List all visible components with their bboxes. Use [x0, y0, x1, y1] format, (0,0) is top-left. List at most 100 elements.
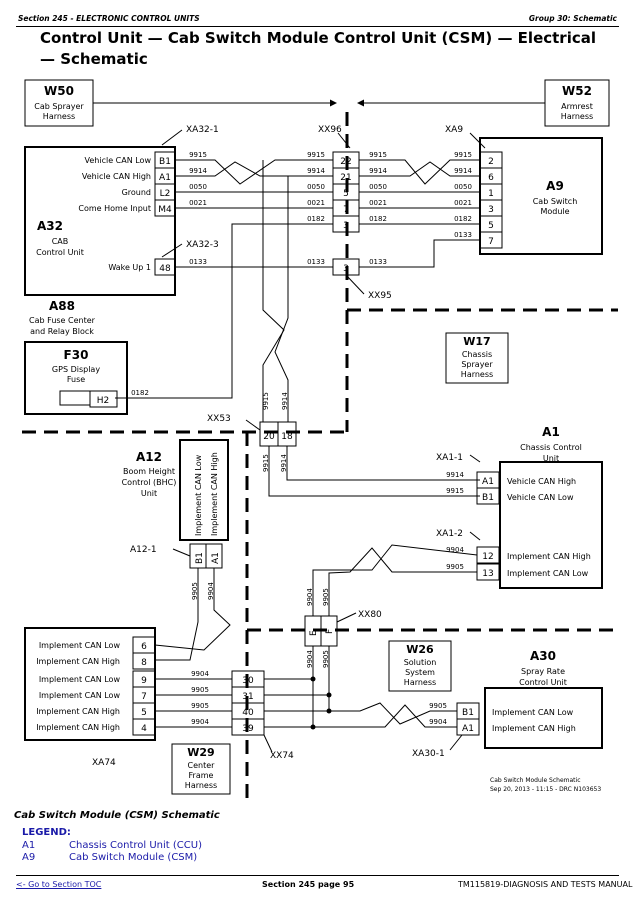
- a9-label: A9: [546, 179, 564, 193]
- legend-value: Chassis Control Unit (CCU): [69, 840, 202, 851]
- a9-name1: Cab Switch: [533, 197, 578, 206]
- wire-right-5: 0182: [369, 215, 387, 223]
- a1-pin-3: 12: [482, 552, 493, 562]
- f30-name1: GPS Display: [52, 365, 100, 374]
- w26-name3: Harness: [404, 678, 436, 687]
- a1-pin-label-2: Vehicle CAN Low: [507, 493, 574, 502]
- a88-label: A88: [49, 299, 75, 313]
- xx96-pin-1: 22: [340, 157, 351, 167]
- w50-name2: Harness: [43, 112, 75, 121]
- diagram-meta-line2: Sep 20, 2013 - 11:15 - DRC N103653: [490, 786, 602, 793]
- a32-pin-4: M4: [158, 205, 172, 215]
- w50-name1: Cab Sprayer: [34, 102, 84, 111]
- go-to-section-toc-link[interactable]: <- Go to Section TOC: [16, 880, 102, 889]
- wire-left-3: 0050: [189, 183, 207, 191]
- page-title: Control Unit — Cab Switch Module Control…: [40, 29, 596, 68]
- xa9-label: XA9: [445, 125, 463, 135]
- wire-a9-4: 0021: [454, 199, 472, 207]
- xx53-label: XX53: [207, 414, 231, 424]
- w26-name2: System: [405, 668, 435, 677]
- a1-pin-label-1: Vehicle CAN High: [507, 477, 576, 486]
- wire-left-4: 0021: [189, 199, 207, 207]
- a32-pin-label-4: Come Home Input: [78, 204, 151, 213]
- xa30-1-label: XA30-1: [412, 749, 445, 759]
- header-left: Section 245 - ELECTRONIC CONTROL UNITS: [18, 14, 200, 23]
- f30-fuse-symbol: [59, 390, 91, 406]
- xa74-pin-2: 8: [141, 658, 147, 668]
- wire-xx96-5: 0182: [307, 215, 325, 223]
- xa74-pin-6: 4: [141, 724, 147, 734]
- a32-name1: CAB: [52, 237, 69, 246]
- wire-left-2: 9914: [189, 167, 207, 175]
- a1-pin-4: 13: [482, 569, 493, 579]
- a9-cab-switch-module-box: [479, 137, 603, 255]
- footer-divider: [16, 875, 619, 876]
- xa74-pin-3: 9: [141, 676, 147, 686]
- wires-a32-a9: [115, 159, 480, 399]
- wire-a1-3: 9904: [446, 546, 464, 554]
- a1-pin-label-3: Implement CAN High: [507, 552, 591, 561]
- harness-boundaries: [22, 112, 618, 800]
- wires-xx53: [245, 160, 480, 497]
- xa74-pin-label-3: Implement CAN Low: [39, 675, 121, 684]
- a9-pin-6: 7: [488, 237, 494, 247]
- a9-pin-2: 6: [488, 173, 494, 183]
- a32-pin-label-3: Ground: [122, 188, 151, 197]
- wires-a12: [154, 568, 231, 661]
- xx53-pin-2: 18: [281, 432, 293, 442]
- a32-pin-5: 48: [159, 264, 171, 274]
- xa74-pin-5: 5: [141, 708, 147, 718]
- xa74-pin-label-1: Implement CAN Low: [39, 641, 121, 650]
- page-number: Section 245 page 95: [262, 880, 355, 889]
- xa32-1-label: XA32-1: [186, 125, 219, 135]
- a88-name1: Cab Fuse Center: [29, 316, 96, 325]
- a12-name3: Unit: [141, 489, 157, 498]
- a12-1-leader: [172, 548, 191, 557]
- w29-harness-box: [171, 743, 231, 795]
- wire-xx53-low-2: 9914: [280, 454, 288, 472]
- w29-name3: Harness: [185, 781, 217, 790]
- a32-pin-2: A1: [159, 173, 171, 183]
- wire-left-1: 9915: [189, 151, 207, 159]
- a32-pin-label-2: Vehicle CAN High: [82, 172, 151, 181]
- wire-xa74-3: 9905: [191, 702, 209, 710]
- a1-name1: Chassis Control: [520, 443, 582, 452]
- a30-label: A30: [530, 649, 556, 663]
- wire-xx96-3: 0050: [307, 183, 325, 191]
- diagram-meta-line1: Cab Switch Module Schematic: [490, 777, 581, 784]
- xa74-pin-label-5: Implement CAN High: [36, 707, 120, 716]
- xx96-pin-3: 5: [343, 189, 349, 199]
- wire-right-1: 9915: [369, 151, 387, 159]
- wire-f30: 0182: [131, 389, 149, 397]
- wire-right-2: 9914: [369, 167, 387, 175]
- xa1-2-leader: [469, 531, 481, 541]
- wire-junctions: [310, 676, 332, 730]
- a30-pin-boxes: [456, 702, 480, 736]
- w17-name1: Chassis: [462, 350, 492, 359]
- a1-pin-boxes: [476, 471, 500, 581]
- wire-xx80-low-2: 9905: [322, 650, 330, 668]
- a1-name2: Unit: [543, 454, 559, 463]
- a12-pin-2: A1: [211, 552, 221, 564]
- a32-name2: Control Unit: [36, 248, 84, 257]
- wire-a9-1: 9915: [454, 151, 472, 159]
- w52-name1: Armrest: [561, 102, 593, 111]
- f30-pin-h2-label: H2: [97, 396, 110, 406]
- xx74-pin-3: 40: [242, 708, 254, 718]
- a88-name2: and Relay Block: [30, 327, 94, 336]
- wire-right-3: 0050: [369, 183, 387, 191]
- xx74-pin-2: 31: [242, 692, 253, 702]
- a32-pin-label-1: Vehicle CAN Low: [85, 156, 152, 165]
- a12-1-label: A12-1: [130, 545, 157, 555]
- wire-xx96-4: 0021: [307, 199, 325, 207]
- a9-pin-1: 2: [488, 157, 494, 167]
- w52-name2: Harness: [561, 112, 593, 121]
- legend-value: Cab Switch Module (CSM): [69, 852, 198, 863]
- xx80-pin-1: E: [309, 630, 319, 636]
- wire-left-6: 0133: [189, 258, 207, 266]
- a1-chassis-control-unit-box: [499, 461, 603, 589]
- xa32-3-label: XA32-3: [186, 240, 219, 250]
- a32-pin-label-5: Wake Up 1: [108, 263, 151, 272]
- xx80-label: XX80: [358, 610, 382, 620]
